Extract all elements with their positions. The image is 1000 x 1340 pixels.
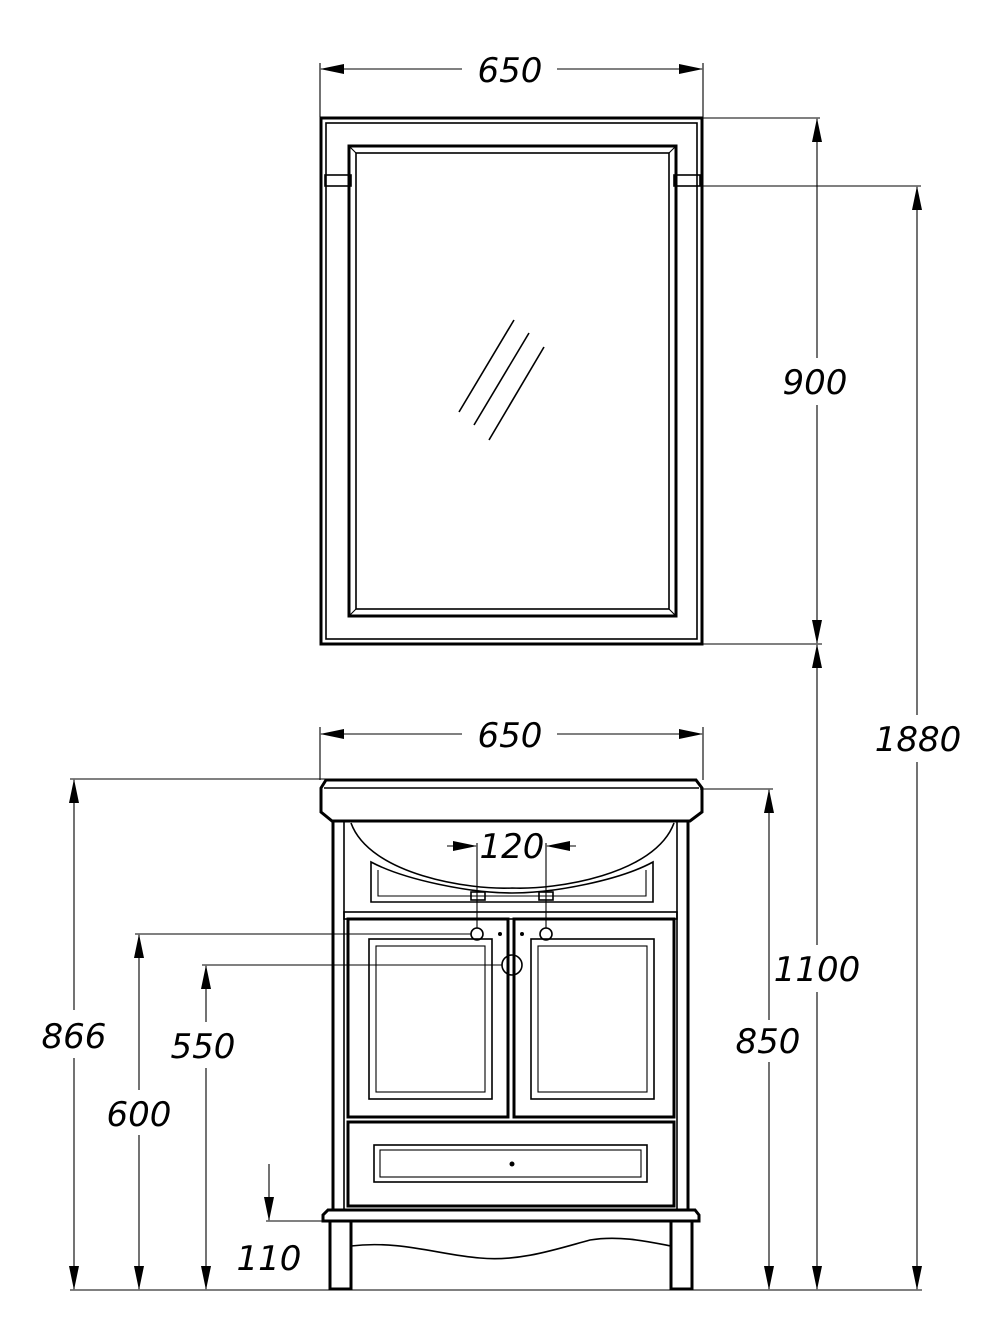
- right-leg: [669, 1219, 694, 1291]
- mirror-mount-height-label: 1100: [774, 950, 861, 990]
- total-height-label: 1880: [875, 720, 962, 760]
- left-mount-bracket: [324, 174, 352, 187]
- mirror: [319, 116, 704, 646]
- basin-countertop: [319, 778, 704, 823]
- right-mount-bracket: [673, 174, 701, 187]
- leg-height-label: 110: [237, 1239, 302, 1279]
- left-door: [346, 917, 510, 1119]
- mirror-height-label: 900: [783, 363, 848, 403]
- right-door-panel: [530, 938, 655, 1100]
- right-door: [512, 917, 676, 1119]
- mirror-width-label: 650: [478, 51, 543, 91]
- dimension-labels: 650 900 1880 650 120 1100 866 850 600 55…: [42, 51, 962, 1279]
- dimension-lines: [69, 63, 922, 1291]
- left-door-panel: [368, 938, 493, 1100]
- left-leg: [328, 1219, 353, 1291]
- drawer-panel: [373, 1144, 648, 1183]
- vanity-height-label: 866: [42, 1017, 107, 1057]
- mirror-frame-inner-edge: [325, 122, 698, 640]
- glass-reflection-icon: [458, 319, 545, 441]
- drain-height-label: 550: [171, 1027, 236, 1067]
- upper-panel: [370, 860, 654, 903]
- tap-outlet-height-label: 600: [107, 1095, 172, 1135]
- plinth: [321, 1208, 701, 1223]
- tap-spacing-label: 120: [480, 827, 545, 867]
- cabinet-shelf: [343, 911, 678, 920]
- drawer: [346, 1120, 676, 1208]
- basin-bowl: [350, 822, 675, 889]
- apron-curve: [350, 1237, 672, 1260]
- mirror-glass-inner: [355, 152, 670, 610]
- basin-height-label: 850: [736, 1022, 801, 1062]
- vanity-width-label: 650: [478, 716, 543, 756]
- mirror-outer-frame: [319, 116, 704, 646]
- mirror-glass-outer: [347, 144, 678, 618]
- drain-outlet-icon: [501, 954, 523, 976]
- drawer-knob-icon: [509, 1161, 515, 1167]
- vanity: [319, 778, 704, 1291]
